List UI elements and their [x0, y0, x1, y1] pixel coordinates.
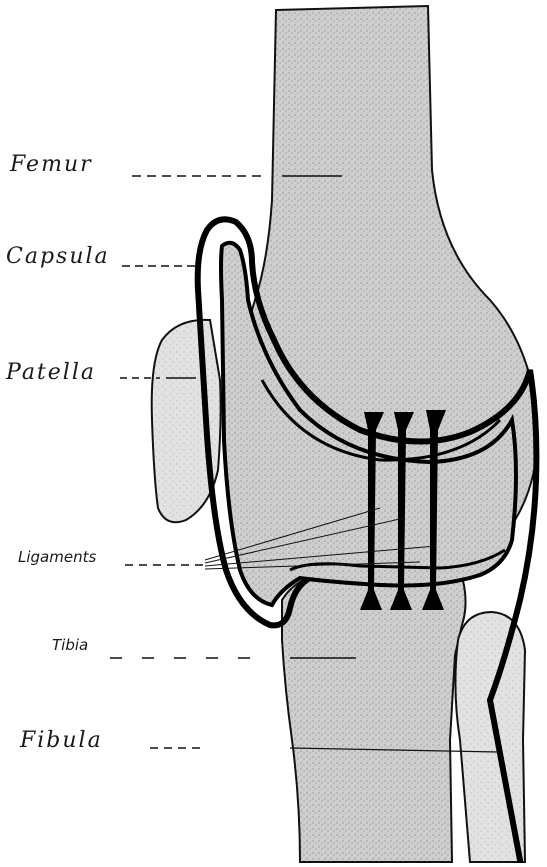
ligaments-label: Ligaments: [18, 548, 96, 566]
capsula-label: Capsula: [6, 244, 110, 269]
tibia-label: Tibia: [52, 636, 88, 654]
femur-label: Femur: [10, 152, 93, 177]
patella-label: Patella: [6, 360, 96, 385]
fibula-label: Fibula: [20, 728, 103, 753]
